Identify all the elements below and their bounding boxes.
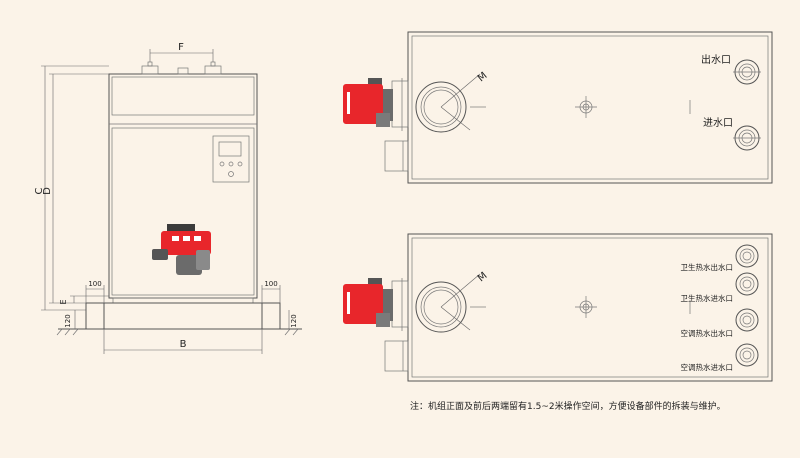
dim-120: 120 120 [64, 310, 298, 329]
dim-100-right-label: 100 [264, 280, 277, 288]
outlet-label: 出水口 [701, 53, 731, 66]
port-label-2: 卫生热水进水口 [681, 293, 734, 303]
dim-b: B [103, 329, 263, 354]
port-label-1: 卫生热水出水口 [681, 262, 734, 272]
foundation [56, 302, 302, 336]
port-circle-4 [735, 343, 759, 367]
inlet-port-1 [733, 125, 761, 151]
dim-120-right-label: 120 [290, 314, 298, 327]
cabinet-base [112, 297, 254, 304]
dim-100-left-label: 100 [88, 280, 101, 288]
cabinet-top-panel [111, 76, 255, 116]
center-nozzle-1 [575, 96, 597, 118]
port-label-3: 空调热水出水口 [681, 328, 734, 338]
dim-m-label-2: M [476, 270, 490, 284]
dim-e: E [59, 295, 109, 305]
manhole-1: M [415, 70, 490, 133]
dim-f: F [149, 42, 214, 62]
dim-d-label: D [42, 187, 53, 195]
port-label-4: 空调热水进水口 [681, 362, 734, 372]
port-circle-2 [735, 272, 759, 296]
dim-c-d: C D [34, 65, 109, 311]
dim-b-label: B [180, 339, 187, 350]
top-view-1: M 出水口 进水口 [343, 31, 773, 184]
outlet-port-1 [733, 59, 761, 85]
note-text: 注：机组正面及前后两端留有1.5~2米操作空间，方便设备部件的拆装与维护。 [410, 400, 726, 412]
front-burner [152, 224, 211, 275]
port-circle-1 [735, 244, 759, 268]
center-nozzle-2 [575, 296, 597, 318]
dim-c-label: C [34, 187, 45, 194]
side-burner-1 [343, 78, 409, 172]
dim-m-label-1: M [476, 70, 490, 84]
tank-inner-1 [411, 35, 769, 180]
dim-120-left-label: 120 [64, 314, 72, 327]
front-view: F [34, 42, 302, 354]
side-burner-2 [343, 278, 409, 372]
dim-e-label: E [59, 299, 68, 304]
top-flanges [141, 61, 222, 75]
control-panel [212, 135, 250, 183]
tank-outline-2 [407, 233, 773, 382]
cabinet-front-panel [111, 127, 255, 296]
dim-f-label: F [178, 42, 184, 53]
top-view-2: M 卫生热水出水口 卫生热水进水口 空调热水出水口 空调热水进水口 [343, 233, 773, 382]
port-circle-3 [735, 308, 759, 332]
inlet-label: 进水口 [703, 117, 733, 129]
dim-100: 100 100 [85, 280, 281, 303]
tank-inner-2 [411, 237, 769, 378]
manhole-2: M [415, 270, 490, 333]
